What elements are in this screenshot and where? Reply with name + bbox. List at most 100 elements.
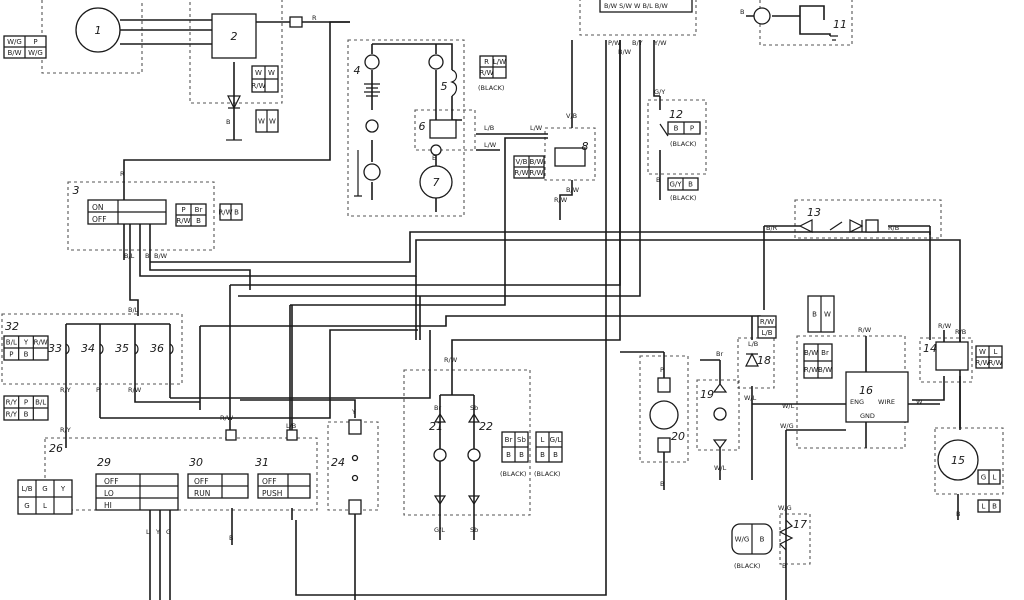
connector-pin-k5-2: R/W: [479, 69, 493, 77]
label-b-3: B: [145, 252, 149, 260]
connector-pin-k32a-4: B: [24, 351, 29, 359]
label-w-16: W: [916, 398, 923, 406]
label-p: P: [96, 386, 100, 394]
connector-pin-k2b-1: W: [269, 118, 276, 126]
label-r-top: R: [312, 14, 317, 22]
wire-c8: [559, 40, 573, 220]
c30-row1: OFF: [194, 477, 209, 486]
c24-conn-bot: [348, 499, 362, 515]
c22-number: 22: [479, 420, 493, 433]
connector-pin-k1a-3: W/G: [28, 49, 43, 57]
wire-c18: [751, 316, 808, 480]
label-b-17: B: [782, 562, 786, 570]
c4-battery: [364, 83, 380, 97]
wires: [65, 5, 961, 600]
label-b-l: B/L: [124, 252, 135, 260]
c31-conn: [286, 429, 298, 441]
c3-table-grid: [88, 200, 166, 224]
wire-c19: [700, 359, 721, 480]
diode-c2: [227, 95, 241, 110]
c8-number: 8: [582, 140, 589, 153]
c15-number: 15: [951, 454, 965, 467]
connector-pin-k13b-0: R/W: [760, 318, 774, 326]
c3-row2: OFF: [92, 215, 107, 224]
c3-number: 3: [73, 184, 80, 197]
connector-pin-k17-0: W/G: [735, 536, 750, 544]
connector-pin-k17-1: B: [760, 536, 765, 544]
label-y-26: Y: [155, 528, 160, 536]
c2-box: [211, 13, 257, 59]
box-c14: [919, 337, 973, 383]
wire-b-l-down: [129, 262, 139, 316]
c29-number: 29: [97, 456, 111, 469]
connector-pin-k5-0: R: [484, 58, 489, 66]
box-c3: [67, 181, 215, 251]
c20-conn-top: [657, 377, 671, 393]
c12-number: 12: [669, 108, 683, 121]
c14-relay: [935, 341, 969, 371]
connector-pin-k8-1: B/W: [529, 158, 543, 166]
box-c15: [934, 427, 1004, 495]
c35-number: 35: [115, 342, 129, 355]
connector-pin-k2-0: W: [255, 69, 262, 77]
wire-c3-out: [129, 222, 151, 268]
connector-pin-k22-2: B: [540, 451, 545, 459]
c2-number: 2: [231, 30, 238, 43]
connector-pin-k3a-2: R/W: [176, 217, 190, 225]
wire-c4-c5-top: [371, 43, 453, 70]
connector-pin-k22-1: G/L: [550, 436, 562, 444]
c13-switch: [829, 221, 843, 231]
connector-pin-k32b-0: R/Y: [6, 399, 18, 407]
c29-table-grid: [96, 474, 178, 510]
c7-number: 7: [433, 176, 440, 189]
k22-color: (BLACK): [534, 470, 560, 478]
label-b-left: B: [226, 118, 230, 126]
connector-pin-k3a-3: B: [196, 217, 201, 225]
c31-row1: OFF: [262, 477, 277, 486]
box-c17: [779, 513, 811, 565]
label-y-24: Y: [351, 408, 356, 416]
wire-r-w-32: [100, 329, 418, 419]
c13-arrow: [798, 219, 813, 233]
label-b-y: B/Y: [632, 39, 643, 47]
connector-pin-k32a-3: P: [9, 351, 13, 359]
connector-pin-k32b-2: B/L: [35, 399, 46, 407]
c4-number: 4: [354, 64, 361, 77]
label-b-w-top: B/W: [618, 48, 632, 56]
label-r-y: R/Y: [60, 386, 71, 394]
c13-connector: [865, 219, 879, 233]
box-c32: [1, 313, 183, 385]
label-b-12: B: [656, 176, 660, 184]
label-w-l-18: W/L: [744, 394, 757, 402]
c11-sender: [753, 7, 771, 25]
box-c13: [794, 199, 942, 239]
connector-pin-k12b-0: G/Y: [669, 181, 682, 189]
c26-number: 26: [49, 442, 63, 455]
connector-pin-k32b-1: P: [24, 399, 28, 407]
c4-lamp-3: [363, 163, 381, 181]
label-e-6: E: [432, 154, 436, 162]
label-l-w-2: L/W: [530, 124, 543, 132]
connector-pin-k14-3: R/W: [988, 359, 1002, 367]
wire-c5: [451, 96, 462, 121]
k5-color: (BLACK): [478, 84, 504, 92]
label-g-26: G: [166, 528, 171, 536]
c22-lamp: [467, 448, 481, 462]
c18-number: 18: [757, 354, 771, 367]
box-c8: [544, 127, 596, 181]
c4-lamp: [364, 54, 380, 70]
connector-pin-k16-0: B/W: [804, 349, 818, 357]
label-r-w-16: R/W: [858, 326, 872, 334]
c20-horn: [649, 400, 679, 430]
c24-contact-1: [351, 454, 359, 462]
connector-pin-k13-1: W: [824, 311, 831, 319]
c5-lamp: [428, 54, 444, 70]
label-w-g-17: W/G: [778, 504, 792, 512]
c16-term-3: GND: [860, 412, 875, 420]
connector-pin-k15-1: L: [993, 474, 997, 482]
wire-mid-v: [415, 276, 421, 340]
c13-number: 13: [807, 206, 821, 219]
label-b-30: B: [229, 534, 233, 542]
c1-number: 1: [95, 24, 102, 37]
connector-pin-k14-0: W: [979, 348, 986, 356]
